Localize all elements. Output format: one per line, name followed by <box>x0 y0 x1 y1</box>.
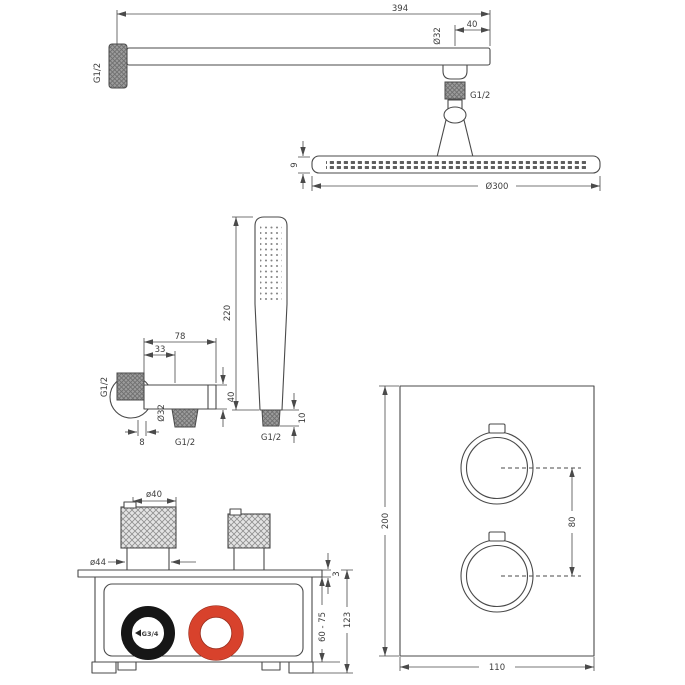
dim-arm-diameter-label: Ø32 <box>432 27 443 45</box>
valve-right-handle-clip <box>229 508 242 516</box>
dim-arm-length-label: 394 <box>392 4 408 14</box>
dim-valve-depth-label: 60 - 75 <box>318 612 328 642</box>
dim-handset-length-label: 220 <box>223 305 233 321</box>
head-thickness-extensions <box>298 156 310 174</box>
valve-right-tab <box>261 661 281 671</box>
dim-valve-deck-thickness-label: 3 <box>332 571 342 576</box>
arm-wall-flange <box>108 43 128 89</box>
valve-left-escutcheon <box>126 547 170 571</box>
trim-width-label-bg <box>479 661 515 672</box>
top-dial-tab <box>488 423 506 434</box>
dim-handset-tip-label: 10 <box>298 413 308 424</box>
outlet-wall-thread-label: G1/2 <box>100 377 110 397</box>
inlet-arrow-icon <box>135 629 141 637</box>
valve-depth-label-bg <box>316 605 328 649</box>
outlet-thread-label: G1/2 <box>175 438 195 448</box>
arm-drop-cap <box>442 64 468 80</box>
ball-joint-cone <box>436 119 474 158</box>
bottom-dial-inner <box>465 544 529 608</box>
bottom-dial-tab <box>488 531 506 542</box>
outlet-depth-extensions <box>137 420 147 436</box>
valve-inlet-thread-label: G3/4 <box>142 630 159 638</box>
outlet-height-extensions <box>216 384 227 410</box>
valve-deck-plate <box>77 569 323 578</box>
handset-tip-extensions <box>280 409 299 427</box>
hand-shower: G1/2 220 10 <box>223 216 308 443</box>
concealed-valve-body: ø40 ø44 G3/4 3 <box>77 490 353 674</box>
dim-head-thickness-label: 9 <box>290 162 300 167</box>
dim-valve-escutcheon-label: ø44 <box>90 558 106 568</box>
valve-height-label-bg <box>341 607 353 633</box>
valve-red-inlet-ring <box>189 606 243 660</box>
trim-height-label-bg <box>379 507 391 535</box>
dim-valve-handle-diameter-label: ø40 <box>146 490 162 500</box>
valve-left-handle-clip <box>123 501 137 509</box>
outlet-nozzle <box>171 408 199 428</box>
dim-outlet-depth-label: 8 <box>139 438 144 448</box>
dim-trim-width-label: 110 <box>489 663 505 673</box>
dim-outlet-inner-width-label: 33 <box>155 345 166 355</box>
valve-deck-label-bg <box>331 567 341 581</box>
dim-trim-height-label: 200 <box>381 513 391 529</box>
ball-joint-sphere <box>443 106 467 124</box>
wall-outlet-elbow: 78 33 G1/2 40 Ø32 8 G1/2 <box>100 332 237 448</box>
valve-black-inlet-ring <box>121 606 175 660</box>
dim-trim-spacing-label: 80 <box>568 517 578 528</box>
arm-outlet-thread-label: G1/2 <box>470 91 490 101</box>
valve-right-escutcheon <box>233 547 265 571</box>
valve-red-ring-outer-outline <box>188 605 244 661</box>
arm-wall-thread-label: G1/2 <box>93 63 103 83</box>
outlet-body <box>143 384 217 410</box>
outlet-knurled-nut <box>116 372 145 401</box>
hand-shower-spray-face <box>260 223 282 301</box>
overhead-shower-head: 9 Ø300 <box>290 141 601 192</box>
trim-plate: 80 200 110 <box>379 385 595 673</box>
dim-outlet-height-label: 40 <box>227 392 237 403</box>
head-diameter-extensions <box>311 176 601 191</box>
head-diameter-label-bg <box>478 180 516 191</box>
valve-left-tab <box>117 661 137 671</box>
top-dial-inner <box>465 436 529 500</box>
dim-outlet-flange-diameter-label: Ø32 <box>156 404 167 422</box>
handset-thread-label: G1/2 <box>261 433 281 443</box>
valve-red-ring-inner-outline <box>199 616 233 650</box>
shower-arm-assembly: 394 40 Ø32 G1/2 G1/2 <box>93 4 491 158</box>
dim-valve-height-label: 123 <box>343 612 353 628</box>
valve-right-foot <box>288 661 314 674</box>
trim-spacing-label-bg <box>566 511 578 533</box>
dim-arm-offset-label: 40 <box>467 20 478 30</box>
valve-left-handle <box>120 506 177 549</box>
shower-arm-tube <box>126 47 491 66</box>
shower-head-nozzle-face <box>326 159 586 170</box>
dim-outlet-total-width-label: 78 <box>175 332 186 342</box>
hand-shower-thread-tip <box>261 409 281 427</box>
arm-drop-nut <box>444 81 466 100</box>
valve-left-foot <box>91 661 117 674</box>
dim-head-diameter-label: Ø300 <box>486 181 509 192</box>
valve-right-handle <box>227 513 271 549</box>
